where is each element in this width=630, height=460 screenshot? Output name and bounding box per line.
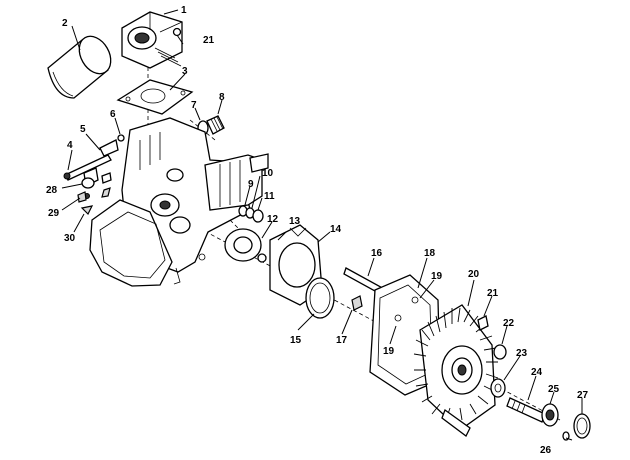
- finned-cover-part: [413, 304, 499, 437]
- callout-26: 26: [540, 445, 552, 456]
- callout-5: 5: [80, 124, 86, 135]
- callout-22: 22: [503, 318, 515, 329]
- callout-27: 27: [577, 390, 589, 401]
- callout-1: 1: [181, 5, 187, 16]
- seal-rings-part: [238, 205, 264, 223]
- callout-3: 3: [182, 66, 188, 77]
- callout-30: 30: [64, 233, 76, 244]
- bolt-part-right: [477, 315, 489, 331]
- callout-16: 16: [371, 248, 383, 259]
- retaining-ring-parts: [562, 413, 591, 441]
- callout-19-lower: 19: [383, 346, 395, 357]
- callout-29: 29: [48, 208, 60, 219]
- callout-6: 6: [110, 109, 116, 120]
- assembly-axis-lines: [147, 60, 561, 421]
- output-shaft-part: [506, 397, 546, 423]
- callout-25: 25: [548, 384, 560, 395]
- callout-9: 9: [248, 179, 254, 190]
- callout-18: 18: [424, 248, 436, 259]
- screw-part-top: [172, 27, 184, 45]
- oil-filter-part: [47, 35, 112, 99]
- callout-labels: 1 2 3 4 5 6 7 8 9 10 11 12 13 14 15 16 1…: [46, 5, 589, 456]
- callout-24: 24: [531, 367, 543, 378]
- callout-8: 8: [219, 92, 225, 103]
- plug-parts-left: [77, 177, 95, 216]
- callout-2: 2: [62, 18, 68, 29]
- washer-parts: [490, 344, 507, 398]
- callout-4: 4: [67, 140, 73, 151]
- main-transaxle-housing: [89, 117, 269, 287]
- snap-ring-part: [305, 277, 335, 319]
- callout-15: 15: [290, 335, 302, 346]
- bearing-block-part: [224, 228, 267, 263]
- callout-11: 11: [264, 191, 275, 202]
- callout-21-right: 21: [487, 288, 499, 299]
- callout-23: 23: [516, 348, 528, 359]
- callout-19-upper: 19: [431, 271, 443, 282]
- callout-14: 14: [330, 224, 342, 235]
- callout-20: 20: [468, 269, 480, 280]
- callout-10: 10: [262, 168, 274, 179]
- control-shaft-part: [63, 134, 125, 199]
- filter-mount-part: [121, 11, 183, 69]
- callout-7: 7: [191, 100, 197, 111]
- callout-12: 12: [267, 214, 279, 225]
- callout-28: 28: [46, 185, 58, 196]
- callout-13: 13: [289, 216, 301, 227]
- gasket-part: [116, 79, 194, 115]
- callout-17: 17: [336, 335, 348, 346]
- leader-lines: [61, 9, 583, 441]
- bearing-part: [541, 403, 559, 427]
- callout-21-top: 21: [203, 35, 215, 46]
